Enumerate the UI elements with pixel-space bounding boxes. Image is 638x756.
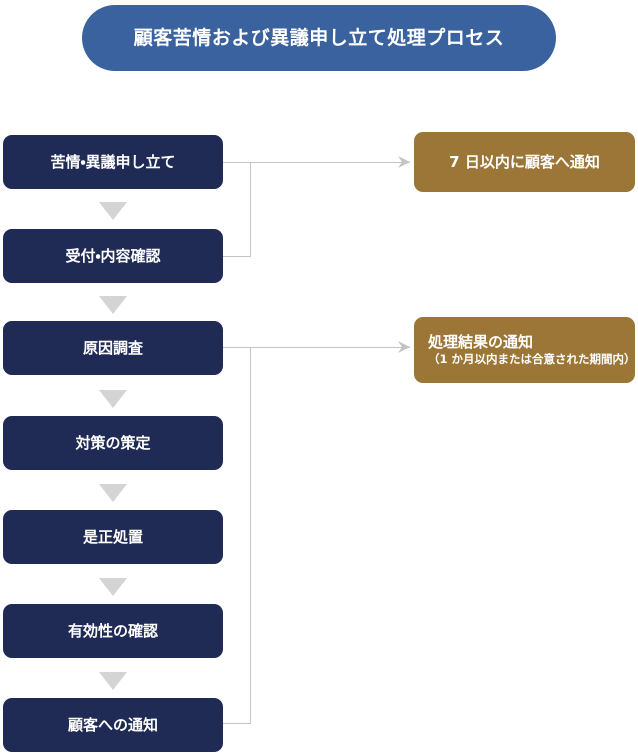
process-step-corrective-action[interactable]: 是正処置 [3,510,223,564]
arrow-right-icon [398,156,410,168]
connector-step2-stub [223,256,251,257]
process-step-cause-investigation[interactable]: 原因調査 [3,321,223,375]
chevron-down-icon [99,296,127,314]
note-box-label: 7 日以内に顧客へ通知 [449,152,600,171]
connector-group1-vertical [250,162,251,257]
note-box-label: 処理結果の通知 [428,333,534,352]
note-box-seven-day-notice[interactable]: 7 日以内に顧客へ通知 [414,132,635,192]
chevron-down-icon [99,672,127,690]
page-title: 顧客苦情および異議申し立て処理プロセス [133,26,505,49]
process-step-label: 有効性の確認 [67,621,158,640]
process-step-label: 顧客への通知 [67,715,158,734]
process-step-receipt-verification[interactable]: 受付・内容確認 [3,229,223,283]
connector-group1-to-note1 [250,162,410,163]
note-box-sublabel: （1 か月以内または合意された期間内） [428,351,636,366]
process-step-label: 苦情・異議申し立て [50,152,176,171]
diagram-title-banner: 顧客苦情および異議申し立て処理プロセス [82,5,556,71]
note-box-result-notice[interactable]: 処理結果の通知 （1 か月以内または合意された期間内） [414,317,636,383]
process-step-label: 対策の策定 [75,433,151,452]
connector-group2-vertical [250,347,251,724]
arrow-right-icon [398,341,410,353]
process-step-label: 是正処置 [82,527,143,546]
process-step-customer-notification[interactable]: 顧客への通知 [3,698,223,752]
process-step-label: 原因調査 [82,338,143,357]
connector-step7-stub [223,723,251,724]
connector-step3-stub [223,347,251,348]
process-step-effectiveness-check[interactable]: 有効性の確認 [3,604,223,658]
process-step-countermeasure-planning[interactable]: 対策の策定 [3,416,223,470]
process-step-label: 受付・内容確認 [65,246,161,265]
connector-step1-stub [223,162,251,163]
chevron-down-icon [99,390,127,408]
chevron-down-icon [99,578,127,596]
connector-group2-to-note2 [250,347,410,348]
process-step-complaint-submission[interactable]: 苦情・異議申し立て [3,135,223,189]
chevron-down-icon [99,484,127,502]
chevron-down-icon [99,202,127,220]
